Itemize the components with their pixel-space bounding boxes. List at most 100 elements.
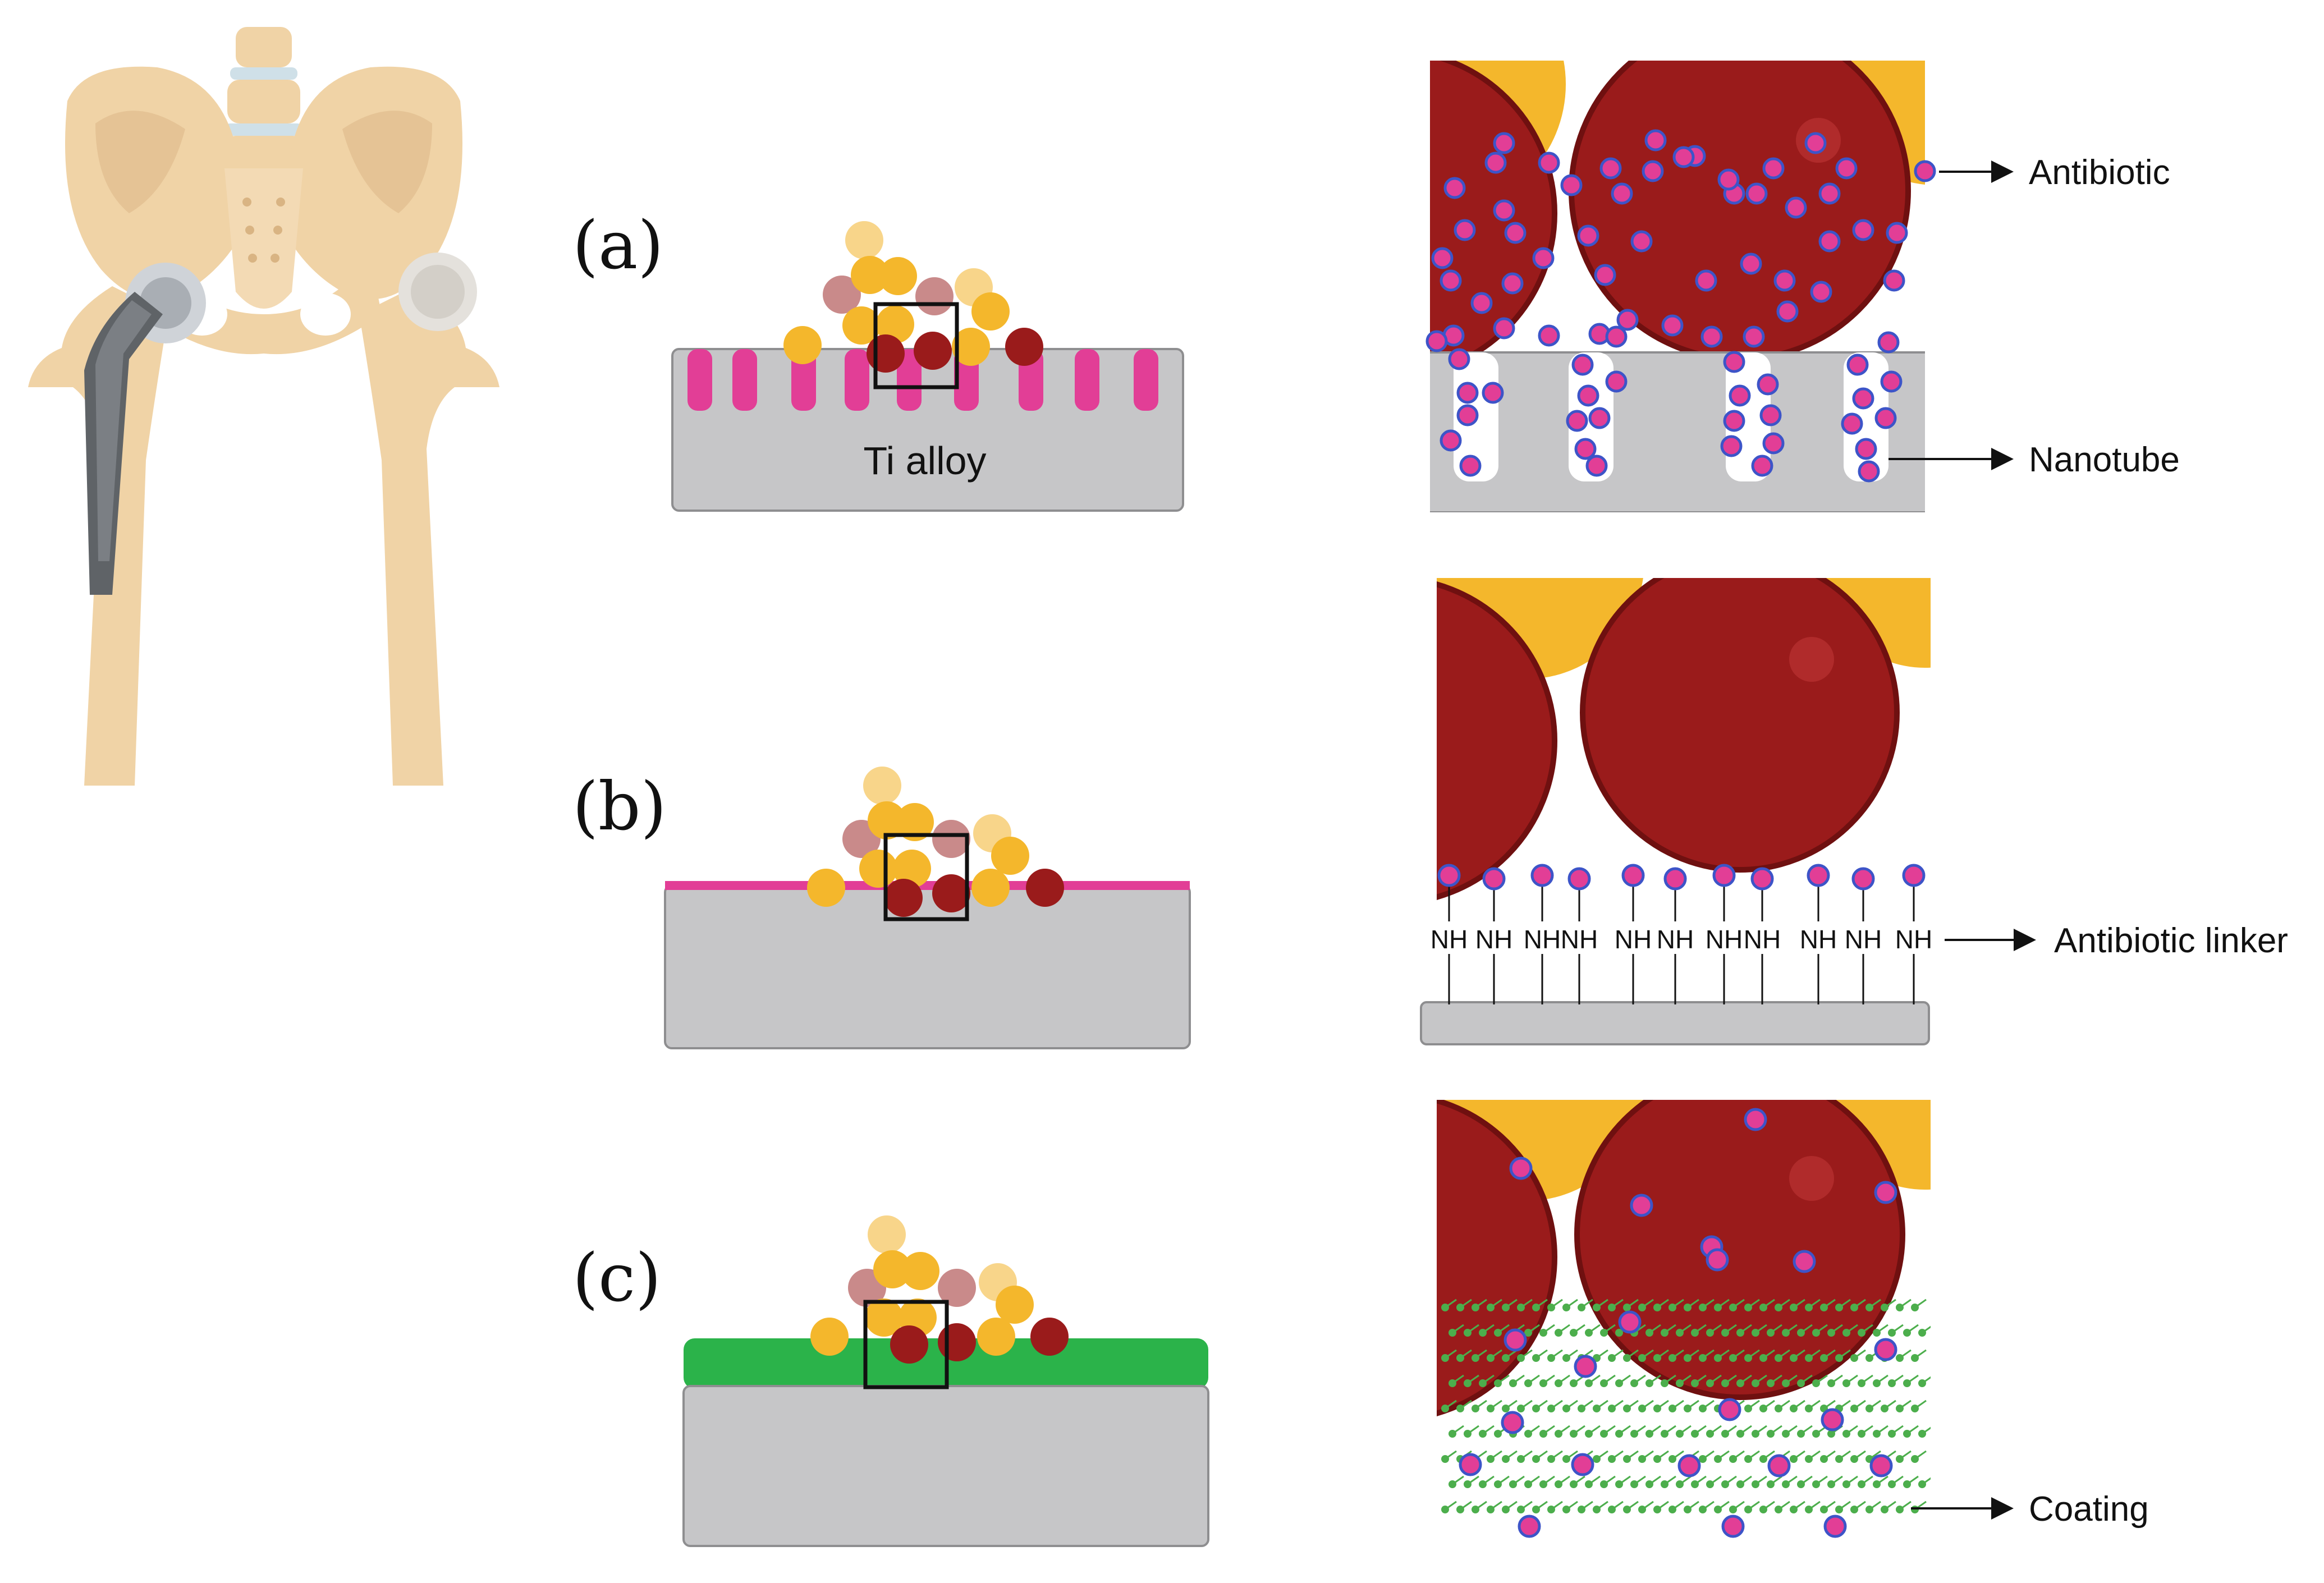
panel-a-substrate: Ti alloy bbox=[671, 348, 1184, 512]
antibiotic-molecule-icon bbox=[1454, 219, 1476, 241]
antibiotic-molecule-icon bbox=[1757, 373, 1779, 396]
antibiotic-molecule-icon bbox=[1677, 1454, 1701, 1478]
antibiotic-molecule-icon bbox=[1818, 230, 1841, 253]
nh-group-label: NH bbox=[1845, 925, 1882, 954]
antibiotic-molecule-icon bbox=[1721, 1515, 1745, 1538]
antibiotic-molecule-icon bbox=[1504, 222, 1527, 244]
antibiotic-molecule-icon bbox=[1577, 224, 1599, 247]
panel-b-label: (b) bbox=[572, 768, 667, 845]
antibiotic-molecule-icon bbox=[1785, 196, 1807, 219]
antibiotic-molecule-icon bbox=[1493, 132, 1515, 154]
antibiotic-molecule-icon bbox=[1599, 157, 1622, 180]
panel-c-label: (c) bbox=[572, 1239, 661, 1316]
antibiotic-molecule-icon bbox=[1618, 1310, 1642, 1334]
antibiotic-molecule-icon bbox=[1493, 199, 1515, 222]
antibiotic-molecule-icon bbox=[1594, 264, 1616, 286]
antibiotic-molecule-icon bbox=[1456, 404, 1479, 426]
callout-antibiotic: Antibiotic bbox=[1939, 153, 2170, 192]
antibiotic-molecule-icon bbox=[1440, 269, 1462, 292]
antibiotic-molecule-icon bbox=[1807, 864, 1830, 887]
antibiotic-molecule-icon bbox=[1751, 455, 1773, 477]
antibiotic-molecule-icon bbox=[1695, 269, 1717, 292]
antibiotic-molecule-icon bbox=[1841, 412, 1863, 435]
antibiotic-linker-label: Antibiotic linker bbox=[2054, 921, 2288, 960]
nh-group-label: NH bbox=[1561, 925, 1598, 954]
antibiotic-molecule-icon bbox=[1717, 168, 1740, 191]
nh-group-label: NH bbox=[1657, 925, 1694, 954]
antibiotic-molecules bbox=[1425, 129, 1936, 483]
antibiotic-molecule-icon bbox=[1874, 407, 1897, 429]
nh-group-label: NH bbox=[1895, 925, 1932, 954]
ti-alloy-label: Ti alloy bbox=[863, 439, 986, 483]
antibiotic-molecule-icon bbox=[1880, 370, 1903, 393]
antibiotic-molecule-icon bbox=[1484, 152, 1507, 174]
antibiotic-molecule-icon bbox=[1443, 177, 1466, 199]
antibiotic-molecule-icon bbox=[1773, 269, 1796, 292]
antibiotic-molecule-icon bbox=[1509, 1157, 1533, 1180]
antibiotic-molecule-icon bbox=[1750, 867, 1774, 891]
antibiotic-molecule-icon bbox=[1672, 146, 1695, 168]
antibiotic-molecule-icon bbox=[1530, 864, 1554, 887]
antibiotic-molecule-icon bbox=[1611, 182, 1633, 205]
nh-group-label: NH bbox=[1524, 925, 1561, 954]
callout-antibiotic-linker: Antibiotic linker bbox=[1945, 921, 2288, 960]
bacteria-cluster-icon bbox=[783, 221, 1043, 389]
panel-b-substrate bbox=[664, 881, 1191, 1049]
antibiotic-molecule-icon bbox=[1605, 325, 1628, 348]
antibiotic-molecule-icon bbox=[1560, 174, 1583, 196]
callout-coating: Coating bbox=[1911, 1490, 2149, 1529]
nh-group-label: NH bbox=[1475, 925, 1512, 954]
antibiotic-molecule-icon bbox=[1577, 384, 1599, 407]
antibiotic-molecule-icon bbox=[1852, 387, 1874, 410]
antibiotic-molecule-icon bbox=[1538, 152, 1560, 174]
coating-label: Coating bbox=[2029, 1490, 2149, 1529]
antibiotic-molecule-icon bbox=[1762, 157, 1785, 180]
antibiotic-molecule-icon bbox=[1767, 1454, 1791, 1478]
callout-nanotube: Nanotube bbox=[1888, 441, 2180, 479]
antibiotic-molecule-icon bbox=[1482, 382, 1504, 404]
antibiotic-molecule-icon bbox=[1663, 867, 1687, 891]
antibiotic-molecule-icon bbox=[1437, 864, 1461, 887]
antibiotic-molecule-icon bbox=[1482, 867, 1506, 891]
bacteria-cluster-icon bbox=[807, 767, 1064, 921]
nh-group-label: NH bbox=[1744, 925, 1781, 954]
antibiotic-molecule-icon bbox=[1630, 1194, 1653, 1217]
panel-a-zoom bbox=[1425, 61, 1936, 512]
antibiotic-molecule-icon bbox=[1743, 325, 1765, 348]
antibiotic-molecule-icon bbox=[1835, 157, 1858, 180]
antibiotic-molecule-icon bbox=[1630, 230, 1653, 253]
antibiotic-molecule-icon bbox=[1459, 1453, 1482, 1476]
nh-group-label: NH bbox=[1800, 925, 1837, 954]
antibiotic-molecule-icon bbox=[1574, 438, 1597, 460]
antibiotic-molecule-icon bbox=[1723, 351, 1745, 373]
antibiotic-molecule-icon bbox=[1518, 1515, 1541, 1538]
antibiotic-molecule-icon bbox=[1470, 292, 1493, 314]
antibiotic-molecule-icon bbox=[1720, 435, 1743, 457]
antibiotic-molecule-icon bbox=[1566, 410, 1588, 432]
antibiotic-molecule-icon bbox=[1700, 325, 1723, 348]
panel-a-label: (a) bbox=[572, 207, 663, 284]
antibiotic-molecule-icon bbox=[1456, 382, 1479, 404]
antibiotic-molecule-icon bbox=[1851, 867, 1875, 891]
antibiotic-molecule-icon bbox=[1493, 317, 1515, 339]
antibiotic-molecule-icon bbox=[1661, 314, 1684, 337]
coating-mesh bbox=[1441, 1298, 1931, 1513]
antibiotic-molecules bbox=[1459, 1108, 1897, 1538]
antibiotic-molecule-icon bbox=[1877, 331, 1900, 354]
antibiotic-molecule-icon bbox=[1740, 253, 1762, 275]
antibiotic-molecule-icon bbox=[1425, 330, 1448, 352]
antibiotic-molecule-icon bbox=[1852, 219, 1874, 241]
antibiotic-molecule-icon bbox=[1810, 281, 1832, 303]
antibiotic-molecule-icon bbox=[1818, 182, 1841, 205]
antibiotic-molecule-icon bbox=[1793, 1250, 1816, 1273]
antibiotic-molecule-icon bbox=[1501, 272, 1524, 295]
antibiotic-molecule-icon bbox=[1855, 438, 1877, 460]
antibiotic-molecule-icon bbox=[1616, 309, 1639, 331]
antibiotic-molecule-icon bbox=[1759, 404, 1782, 426]
antibiotic-molecule-icon bbox=[1588, 407, 1611, 429]
antibiotic-molecule-icon bbox=[1574, 1355, 1597, 1378]
antibiotic-molecule-icon bbox=[1571, 1453, 1594, 1476]
antibiotic-molecule-icon bbox=[1706, 1248, 1729, 1272]
